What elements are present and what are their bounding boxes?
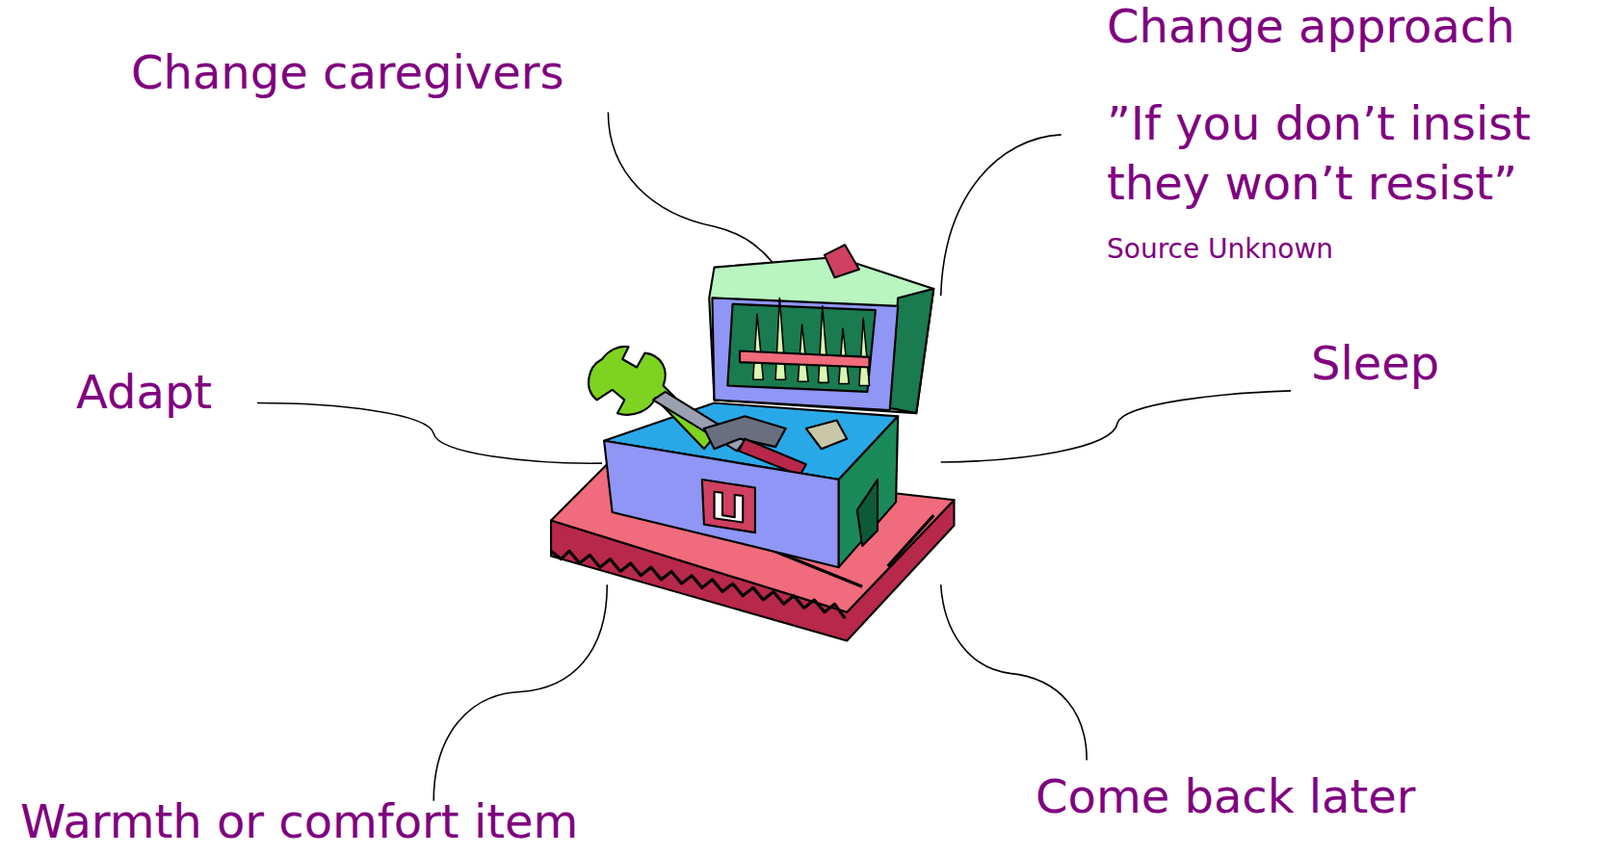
leader-line: [433, 584, 607, 802]
leader-lines: [257, 112, 1291, 802]
callout-label: Sleep: [1311, 337, 1440, 391]
source-note: Source Unknown: [1106, 234, 1334, 265]
quote-text: ”If you don’t insist they won’t resist”: [1106, 93, 1594, 213]
leader-line: [941, 584, 1087, 761]
callout-label: Change caregivers: [131, 46, 565, 100]
callout-label: Come back later: [1035, 770, 1417, 824]
toolbox: [550, 244, 954, 641]
leader-line: [941, 391, 1291, 463]
leader-line: [257, 403, 603, 465]
callout-label: Adapt: [76, 366, 212, 420]
callout-label: Warmth or comfort item: [20, 795, 578, 849]
leader-line: [941, 134, 1062, 296]
callout-label: Change approach: [1106, 0, 1516, 53]
